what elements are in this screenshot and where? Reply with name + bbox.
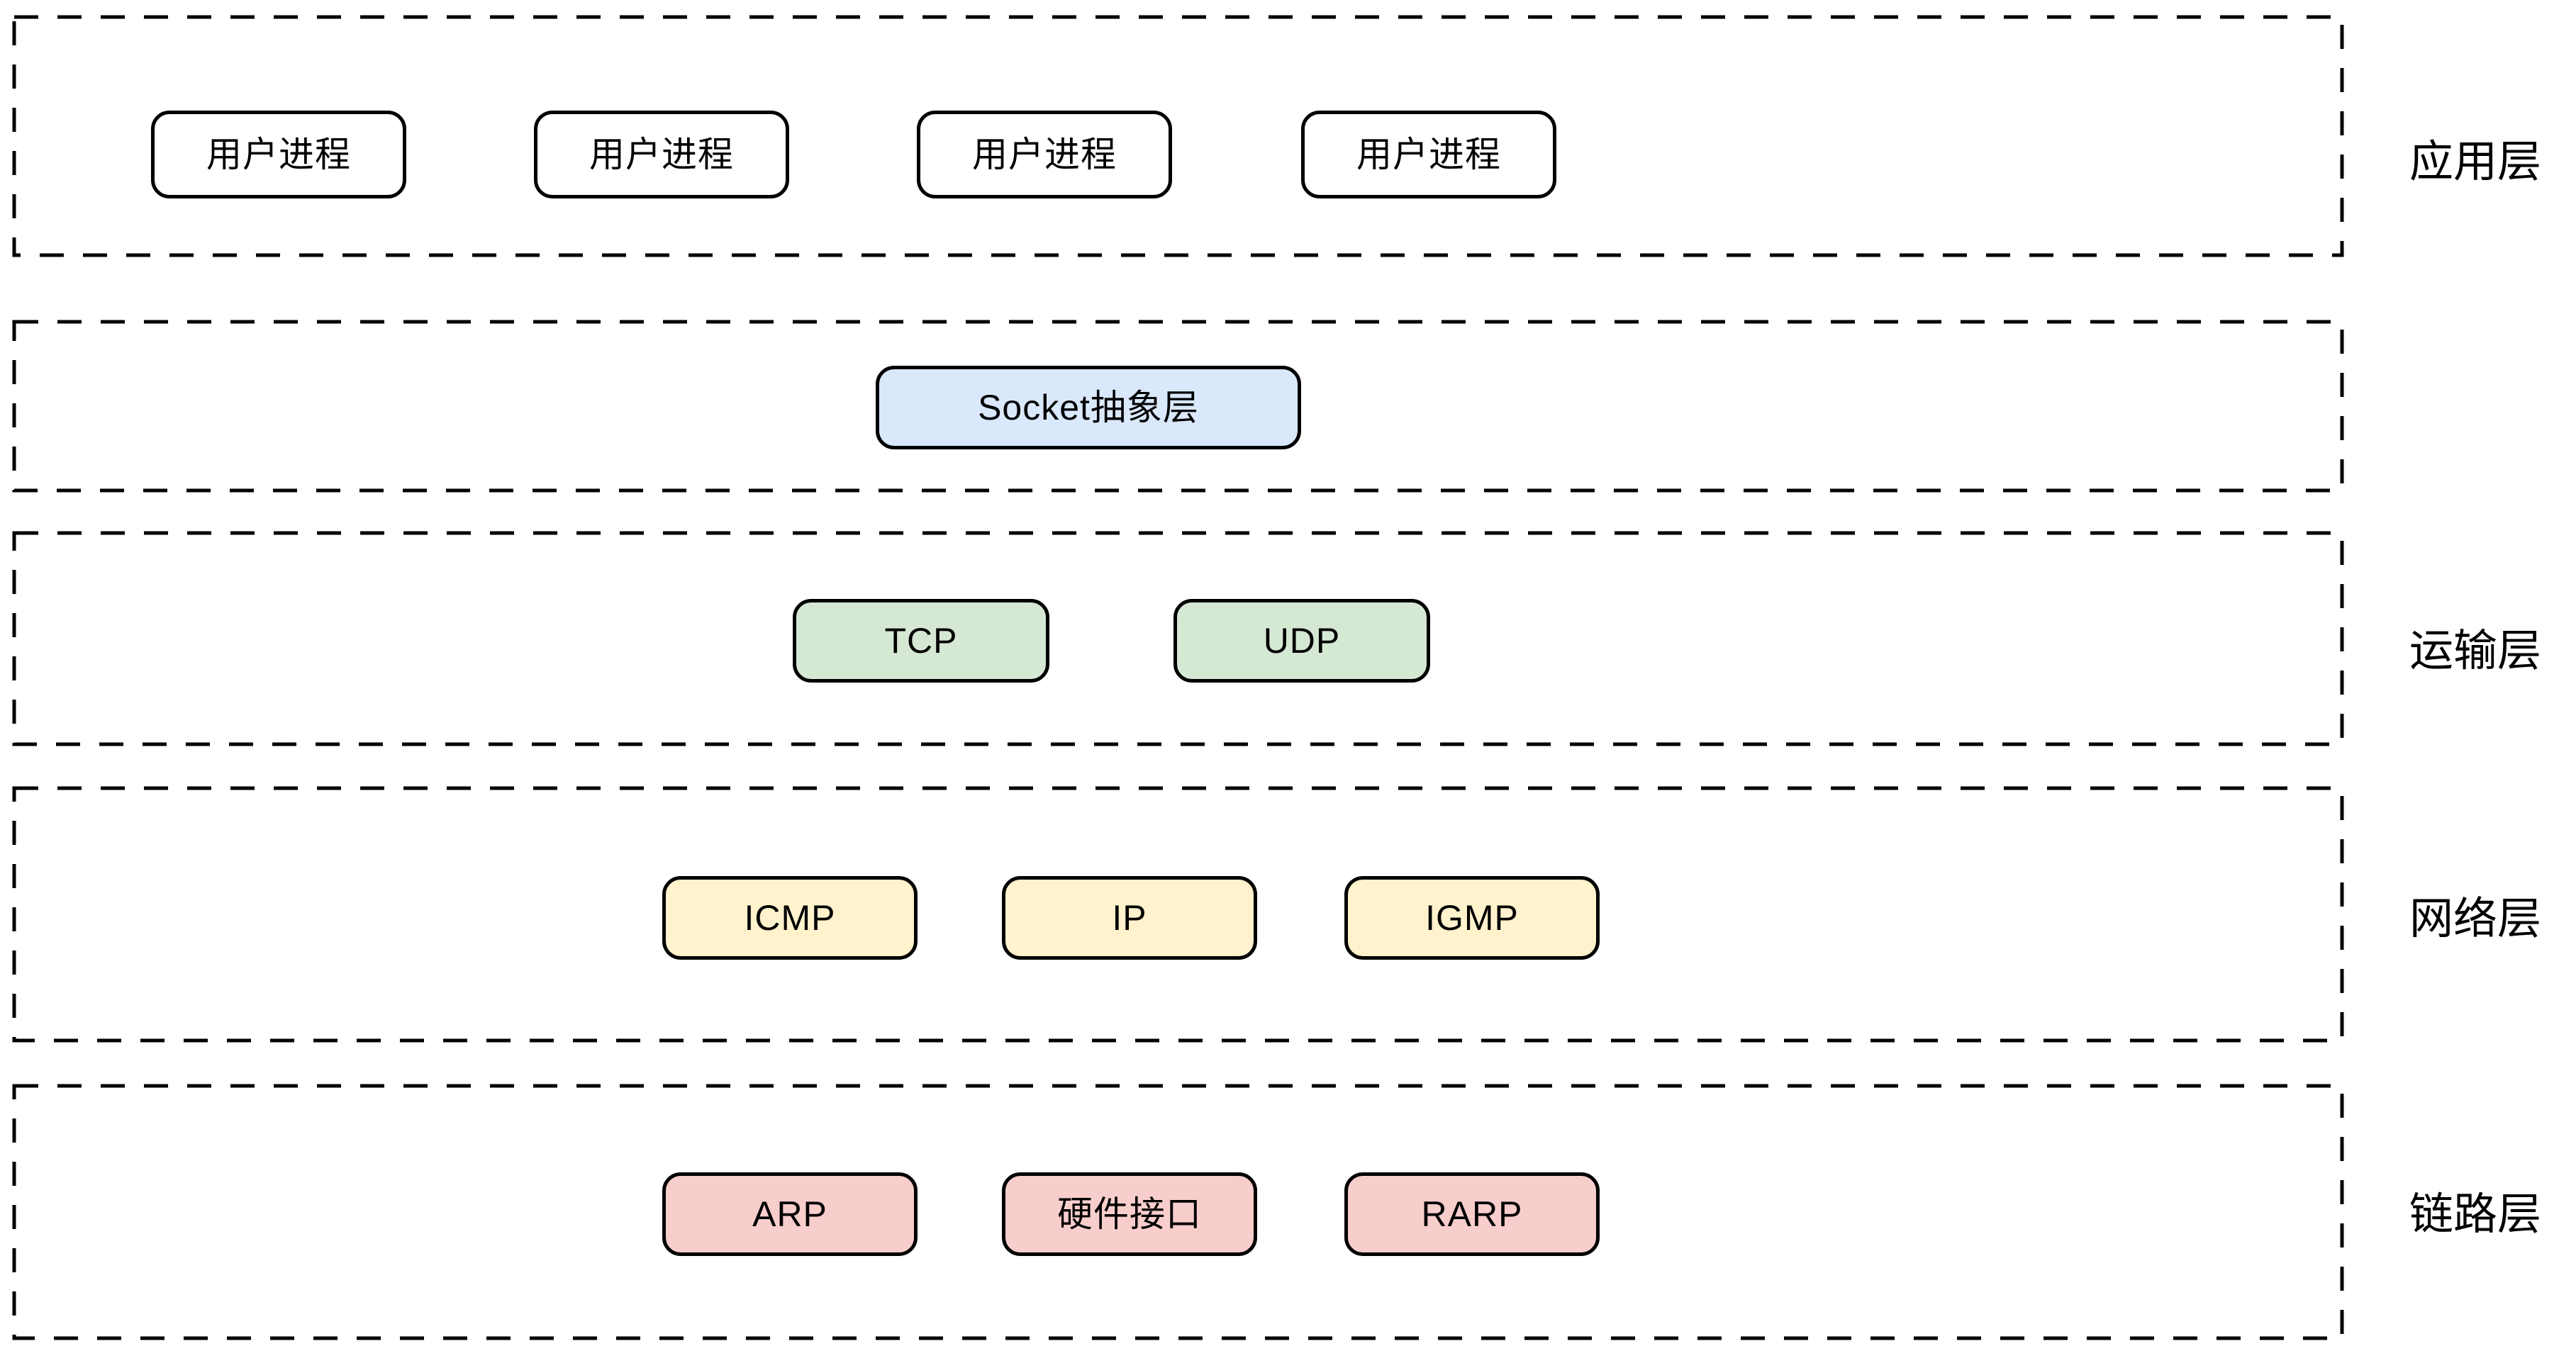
link-layer-band [12, 1084, 2344, 1340]
transport-layer-band [12, 531, 2344, 746]
rarp-box: RARP [1344, 1172, 1600, 1256]
ip-box: IP [1002, 876, 1257, 960]
application-layer-band [12, 15, 2344, 257]
network-layer-label: 网络层 [2409, 894, 2542, 943]
tcp-box: TCP [793, 599, 1049, 683]
user-process-box-3: 用户进程 [917, 111, 1172, 198]
hardware-interface-box: 硬件接口 [1002, 1172, 1257, 1256]
udp-box: UDP [1173, 599, 1430, 683]
user-process-box-4: 用户进程 [1301, 111, 1556, 198]
icmp-box: ICMP [662, 876, 918, 960]
network-layer-band [12, 786, 2344, 1043]
transport-layer-label: 运输层 [2409, 627, 2542, 675]
arp-box: ARP [662, 1172, 918, 1256]
user-process-box-1: 用户进程 [151, 111, 406, 198]
socket-abstraction-box: Socket抽象层 [876, 366, 1301, 449]
user-process-box-2: 用户进程 [534, 111, 789, 198]
igmp-box: IGMP [1344, 876, 1600, 960]
application-layer-label: 应用层 [2409, 138, 2542, 186]
socket-layer-band [12, 320, 2344, 493]
link-layer-label: 链路层 [2409, 1190, 2542, 1239]
